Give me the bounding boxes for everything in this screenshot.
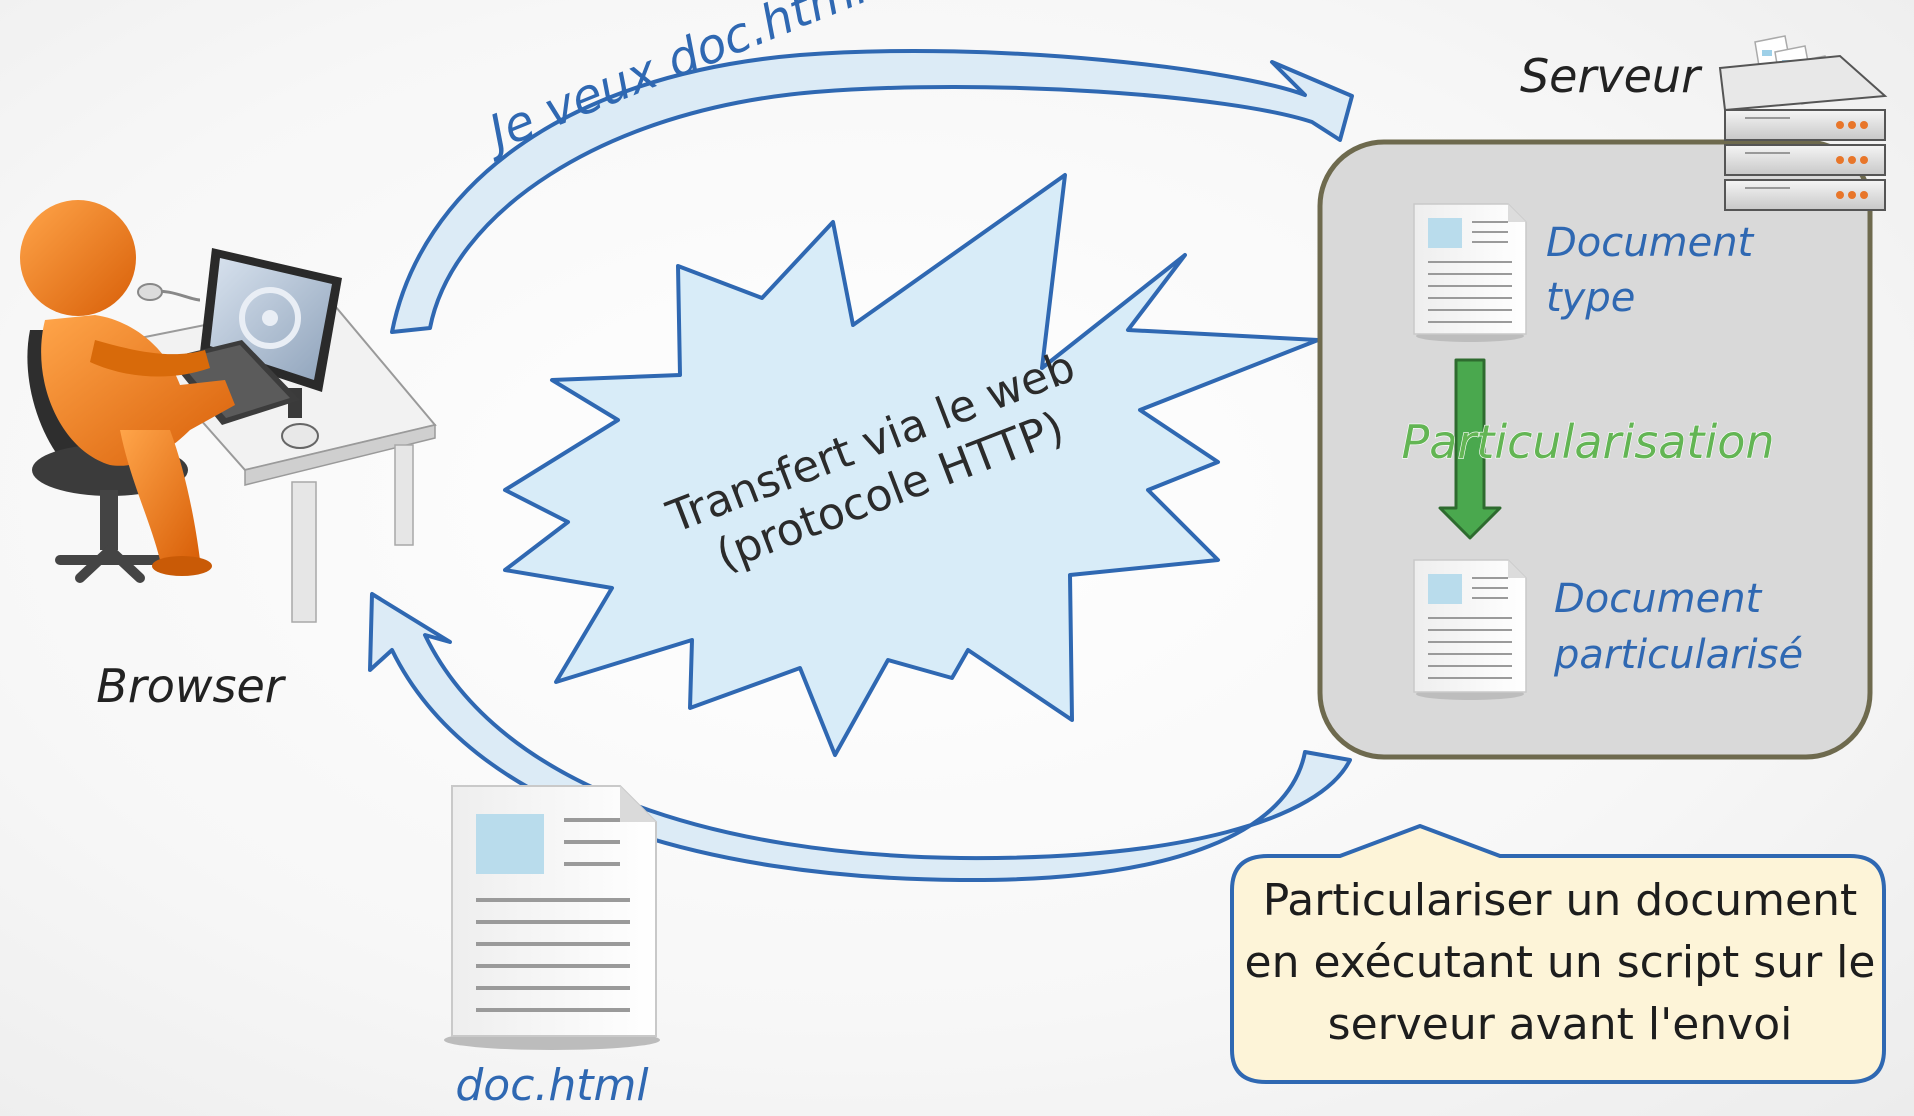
person-at-computer-icon xyxy=(20,200,437,623)
particularisation-label: Particularisation xyxy=(1401,415,1774,469)
callout-line1: Particulariser un document xyxy=(1262,874,1858,926)
returned-document-label: doc.html xyxy=(455,1060,649,1111)
callout-text: Particulariser un document en exécutant … xyxy=(1236,865,1884,1060)
callout-line3: serveur avant l'envoi xyxy=(1327,998,1793,1050)
returned-document-icon xyxy=(444,785,660,1050)
document-type-icon xyxy=(1413,203,1527,342)
callout-box xyxy=(1230,824,1886,1084)
document-particular-icon xyxy=(1413,559,1527,700)
transfer-starburst xyxy=(503,173,1320,757)
server-rack-icon xyxy=(1718,35,1888,211)
document-type-line2: type xyxy=(1546,275,1635,321)
particularisation-arrow xyxy=(1438,358,1502,540)
document-particular-line2: particularisé xyxy=(1553,632,1803,678)
callout-line2: en exécutant un script sur le xyxy=(1244,936,1876,988)
document-type-line1: Document xyxy=(1546,220,1755,266)
browser-label: Browser xyxy=(96,659,287,713)
request-arrow xyxy=(390,48,1354,334)
document-particular-line1: Document xyxy=(1554,576,1763,622)
server-label: Serveur xyxy=(1520,49,1703,103)
